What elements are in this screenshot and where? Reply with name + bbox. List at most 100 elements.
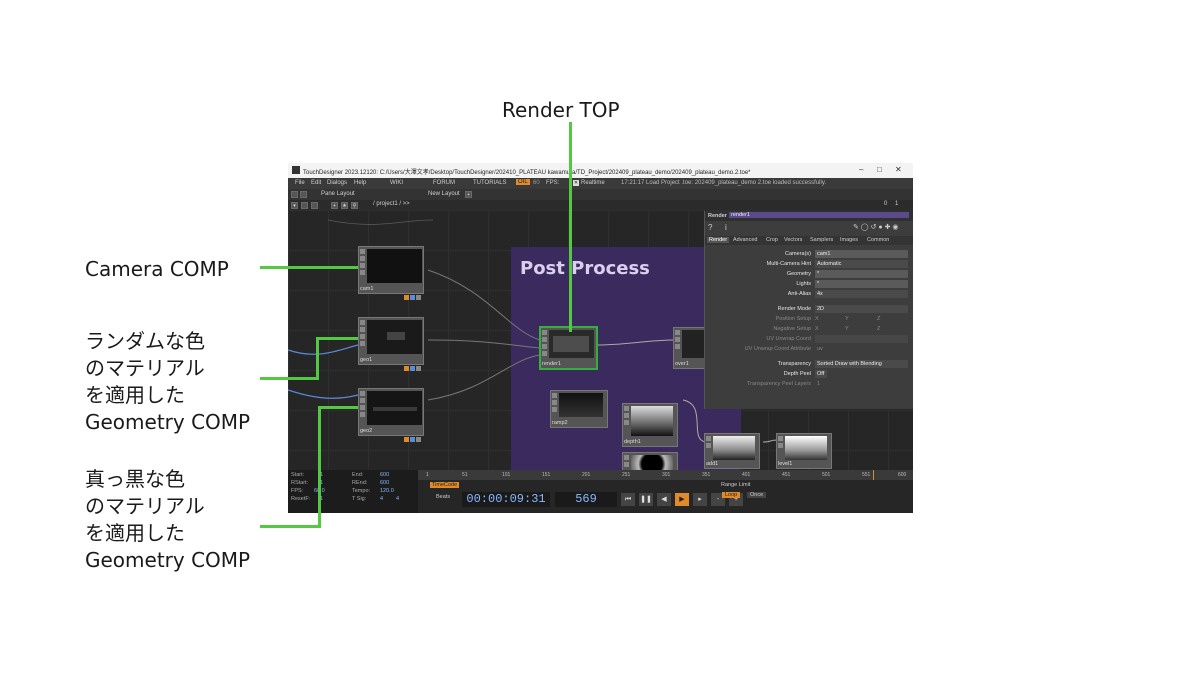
menu-arrow-icon[interactable]: ▾: [291, 202, 298, 209]
beats-toggle[interactable]: Beats: [436, 494, 451, 500]
pause-button[interactable]: ❚❚: [639, 493, 653, 506]
layout-icon[interactable]: [291, 191, 298, 198]
tsig-value-a[interactable]: 4: [380, 496, 384, 502]
resetf-value[interactable]: 1: [320, 496, 324, 502]
menu-file[interactable]: File: [295, 180, 305, 186]
geo2-callout-line3: を適用した: [85, 521, 185, 545]
menu-help[interactable]: Help: [354, 180, 367, 186]
stop-icon[interactable]: [301, 202, 308, 209]
touchdesigner-window: TouchDesigner 2023.12120: C:/Users/大澤文孝/…: [288, 163, 913, 513]
geo2-node[interactable]: geo2: [358, 388, 424, 442]
render1-node[interactable]: render1: [539, 326, 598, 370]
help-icon[interactable]: ?: [708, 223, 713, 232]
param-geometry[interactable]: Geometry *: [705, 270, 913, 279]
panel-op-name[interactable]: render1: [729, 212, 909, 218]
once-button[interactable]: Once: [747, 492, 767, 498]
param-value[interactable]: Sorted Draw with Blending: [815, 360, 908, 368]
network-path[interactable]: / project1 / >>: [373, 201, 410, 207]
search-icon[interactable]: ⚲: [351, 202, 358, 209]
param-value[interactable]: 4x: [815, 290, 908, 298]
geo2-pointer-h: [260, 525, 321, 528]
maximize-button[interactable]: □: [877, 165, 882, 174]
star-icon[interactable]: ★: [341, 202, 348, 209]
tab-crop[interactable]: Crop: [766, 237, 778, 243]
menu-dialogs[interactable]: Dialogs: [327, 180, 348, 186]
panel-tools-icons[interactable]: ✎ ◯ ↺ ● ✚ ◉: [853, 224, 899, 231]
x-label: X: [815, 326, 819, 332]
rend-value[interactable]: 600: [380, 480, 390, 486]
param-value[interactable]: 1: [817, 381, 821, 387]
rstart-value[interactable]: 1: [320, 480, 324, 486]
timecode-toggle[interactable]: TimeCode: [430, 482, 460, 488]
menu-edit[interactable]: Edit: [311, 180, 322, 186]
param-negative-setup[interactable]: Negative Setup X Y Z: [705, 325, 913, 334]
pane-number-0[interactable]: 0: [884, 201, 888, 207]
param-value[interactable]: cam1: [815, 250, 908, 258]
ramp2-node[interactable]: ramp2: [550, 390, 608, 428]
playhead[interactable]: [873, 470, 874, 480]
end-value[interactable]: 600: [380, 472, 390, 478]
rewind-button[interactable]: ⏮: [621, 493, 635, 506]
menu-tutorials[interactable]: TUTORIALS: [473, 180, 507, 186]
param-position-setup[interactable]: Position Setup X Y Z: [705, 315, 913, 324]
circle-node[interactable]: [622, 452, 678, 470]
new-layout-label[interactable]: New Layout: [428, 191, 460, 197]
step-back-button[interactable]: ◀: [657, 493, 671, 506]
param-value[interactable]: Automatic: [815, 260, 908, 268]
step-forward-button[interactable]: ▸: [693, 493, 707, 506]
info-icon[interactable]: i: [725, 223, 727, 232]
level1-node[interactable]: level1: [776, 433, 832, 469]
realtime-checkbox-icon[interactable]: ✕: [573, 180, 579, 186]
add-layout-button[interactable]: +: [465, 191, 472, 198]
param-value[interactable]: uv: [817, 346, 823, 352]
tsig-value-b[interactable]: 4: [396, 496, 400, 502]
menu-wiki[interactable]: WIKI: [390, 180, 403, 186]
pane-number-1[interactable]: 1: [895, 201, 899, 207]
play-button[interactable]: ▶: [675, 493, 689, 506]
frame-display[interactable]: 569: [555, 492, 617, 507]
tab-common[interactable]: Common: [867, 237, 890, 243]
add1-node[interactable]: add1: [704, 433, 760, 469]
param-label: Geometry: [786, 271, 811, 277]
param-value[interactable]: *: [815, 270, 908, 278]
home-icon[interactable]: [311, 202, 318, 209]
pane-layout-label[interactable]: Pane Layout: [321, 191, 355, 197]
tab-samplers[interactable]: Samplers: [810, 237, 834, 243]
param-uv-unwrap[interactable]: UV Unwrap Coord: [705, 335, 913, 344]
ramp2-label: ramp2: [552, 420, 568, 426]
cam1-node[interactable]: cam1: [358, 246, 424, 300]
geo1-callout-line4: Geometry COMP: [85, 410, 251, 434]
geo1-node[interactable]: geo1: [358, 317, 424, 371]
close-button[interactable]: ✕: [895, 165, 902, 174]
param-value[interactable]: 2D: [815, 305, 908, 313]
tab-images[interactable]: Images: [840, 237, 859, 243]
menu-forum[interactable]: FORUM: [433, 180, 455, 186]
layout-icon-2[interactable]: [300, 191, 307, 198]
param-cameras[interactable]: Camera(s)cam1: [705, 250, 913, 259]
timeline-ruler[interactable]: 1 51 101 151 201 251 301 351 401 451 501…: [418, 470, 913, 480]
param-value[interactable]: [815, 335, 908, 343]
timeline: Start: 1 RStart: 1 FPS: 60.0 ResetF: 1 E…: [288, 470, 913, 513]
geo1-pointer-h: [260, 377, 319, 380]
depth1-node[interactable]: depth1: [622, 403, 678, 447]
start-value[interactable]: 1: [320, 472, 324, 478]
tempo-value[interactable]: 120.0: [380, 488, 394, 494]
tab-advanced[interactable]: Advanced: [733, 237, 758, 243]
minimize-button[interactable]: –: [859, 165, 864, 174]
minus-button[interactable]: -: [711, 493, 725, 506]
tab-vectors[interactable]: Vectors: [784, 237, 803, 243]
tab-render[interactable]: Render: [707, 237, 730, 243]
param-lights[interactable]: Lights*: [705, 280, 913, 289]
timecode-display[interactable]: 00:00:09:31: [462, 492, 550, 507]
param-value[interactable]: Off: [815, 370, 827, 378]
loop-button[interactable]: Loop: [722, 492, 741, 498]
add-icon[interactable]: +: [331, 202, 338, 209]
param-value[interactable]: *: [815, 280, 908, 288]
